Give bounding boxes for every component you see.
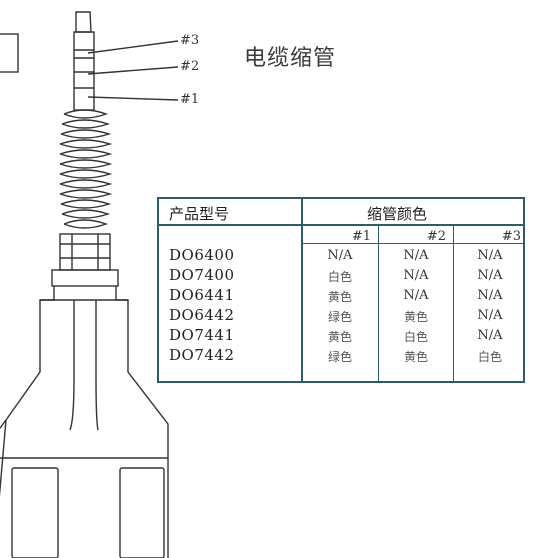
table-row-model: DO7400 xyxy=(169,266,235,284)
diagram-title: 电缆缩管 xyxy=(244,46,337,71)
neck xyxy=(51,269,119,287)
sub-header-3: #3 xyxy=(501,229,521,244)
table-cell-3: N/A xyxy=(477,288,503,303)
col-divider-1 xyxy=(378,226,379,383)
table-row-model: DO6400 xyxy=(169,246,235,264)
sub-header-rule xyxy=(303,243,523,244)
table-row-model: DO7441 xyxy=(169,326,235,344)
cable-body xyxy=(73,31,95,111)
table-cell-1: 绿色 xyxy=(327,310,352,324)
table-cell-3: N/A xyxy=(477,268,503,283)
table-cell-3: N/A xyxy=(477,328,503,343)
hex-nut xyxy=(59,233,111,271)
leader-1 xyxy=(87,96,179,101)
table-row-model: DO6441 xyxy=(169,286,235,304)
leader-2 xyxy=(87,66,179,75)
sub-header-2: #2 xyxy=(426,229,446,244)
callout-3: #3 xyxy=(180,33,200,48)
model-divider xyxy=(301,226,303,383)
table-cell-2: 黄色 xyxy=(403,350,428,364)
probe-body xyxy=(0,286,169,558)
callout-1: #1 xyxy=(180,92,200,107)
partial-box xyxy=(0,33,19,73)
table-cell-2: 黄色 xyxy=(403,310,428,324)
strain-relief-spring xyxy=(59,109,113,229)
table-cell-3: 白色 xyxy=(477,350,502,364)
cable-top xyxy=(75,11,92,33)
table-row-model: DO7442 xyxy=(169,346,235,364)
table-cell-2: N/A xyxy=(403,248,429,263)
table-header-row xyxy=(159,199,523,226)
leader-3 xyxy=(87,40,179,54)
sub-header-1: #1 xyxy=(351,229,371,244)
table-cell-1: 黄色 xyxy=(327,330,352,344)
table-cell-3: N/A xyxy=(477,248,503,263)
table-cell-1: 绿色 xyxy=(327,350,352,364)
table-cell-2: 白色 xyxy=(403,330,428,344)
callout-2: #2 xyxy=(180,59,200,74)
table-cell-3: N/A xyxy=(477,308,503,323)
table-cell-2: N/A xyxy=(403,268,429,283)
col-divider-2 xyxy=(453,226,454,383)
table-cell-2: N/A xyxy=(403,288,429,303)
header-model: 产品型号 xyxy=(169,205,230,223)
header-color: 缩管颜色 xyxy=(367,205,428,223)
table-cell-1: N/A xyxy=(327,248,353,263)
header-divider xyxy=(301,199,303,226)
table-cell-1: 黄色 xyxy=(327,290,352,304)
table-row-model: DO6442 xyxy=(169,306,235,324)
table-cell-1: 白色 xyxy=(327,270,352,284)
